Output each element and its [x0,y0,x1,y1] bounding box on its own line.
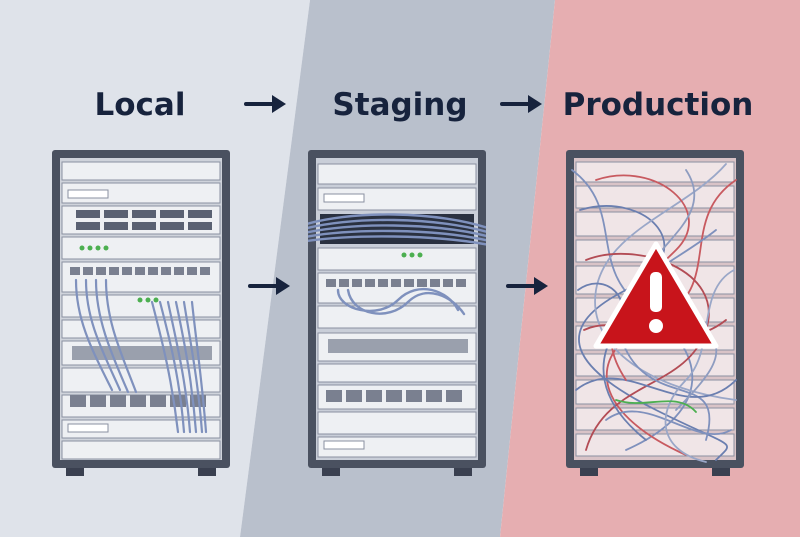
stage-label-local: Local [94,87,186,123]
server-rack-staging [308,150,486,476]
server-rack-local [52,150,230,476]
right-arrow-icon [506,277,548,295]
stage-label-staging: Staging [332,87,468,123]
right-arrow-icon [244,95,286,113]
warning-triangle-icon [593,241,719,349]
right-arrow-icon [500,95,542,113]
stage-label-production: Production [562,87,754,123]
right-arrow-icon [248,277,290,295]
